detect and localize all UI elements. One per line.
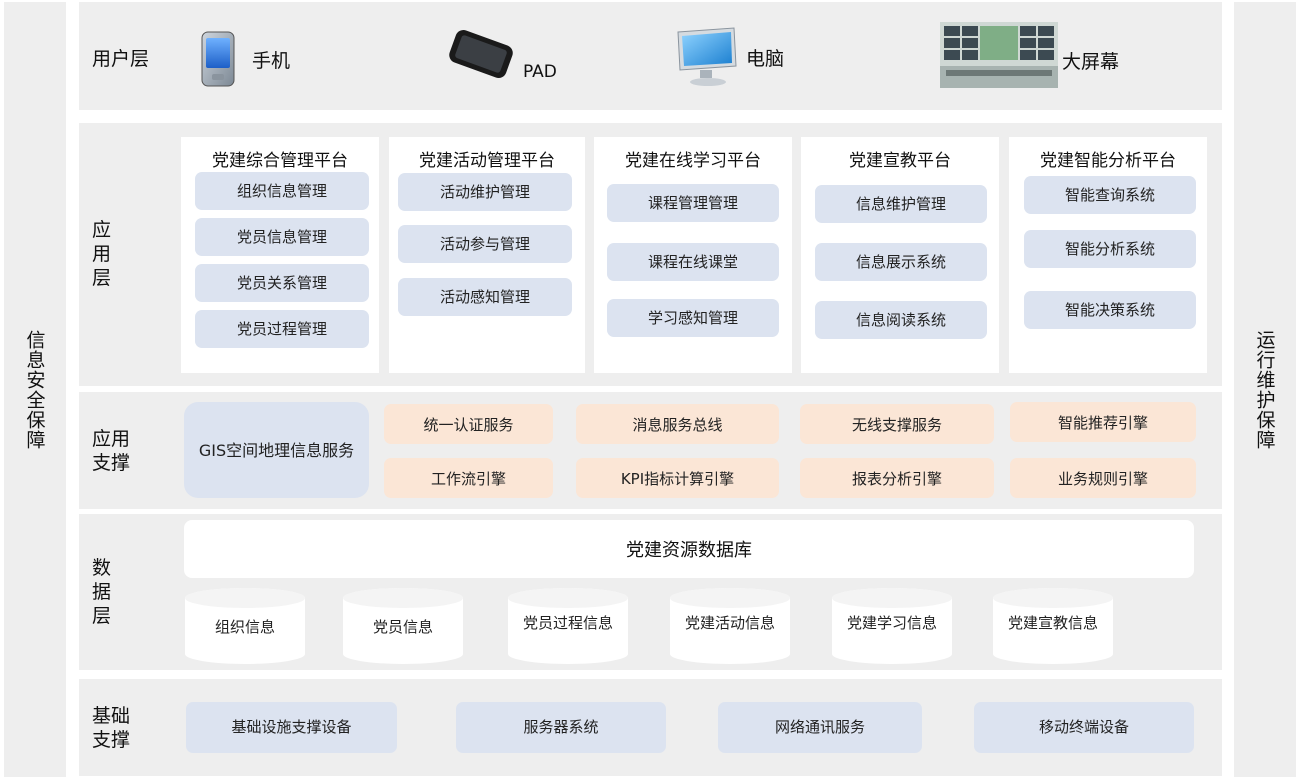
module-box: 活动维护管理 [398, 173, 572, 211]
support-service-box: 报表分析引擎 [800, 458, 994, 498]
resource-database-bar: 党建资源数据库 [184, 520, 1194, 578]
support-service-box: 统一认证服务 [384, 404, 553, 444]
data-store-label: 党员信息 [372, 618, 433, 636]
infra-box: 服务器系统 [456, 702, 666, 753]
infra-box: 网络通讯服务 [718, 702, 922, 753]
module-box: 智能分析系统 [1024, 230, 1196, 268]
data-store-cylinder: 党建活动信息 [670, 588, 790, 664]
gis-service-box: GIS空间地理信息服务 [184, 402, 369, 498]
data-layer-label: 数据层 [92, 557, 112, 627]
platform-title: 党建活动管理平台 [419, 151, 555, 171]
module-box: 智能决策系统 [1024, 291, 1196, 329]
platform-analysis: 党建智能分析平台 智能查询系统 智能分析系统 智能决策系统 [1009, 137, 1207, 373]
module-box: 党员关系管理 [195, 264, 369, 302]
infra-box: 移动终端设备 [974, 702, 1194, 753]
security-label: 信息安全保障 [23, 329, 46, 450]
device-pad: PAD [445, 26, 557, 82]
module-box: 课程在线课堂 [607, 243, 779, 281]
platform-activity: 党建活动管理平台 活动维护管理 活动参与管理 活动感知管理 [389, 137, 585, 373]
platform-title: 党建在线学习平台 [625, 151, 761, 171]
device-label-computer: 电脑 [746, 47, 785, 70]
data-store-label: 党建学习信息 [846, 614, 937, 632]
database-cylinder-icon [670, 588, 790, 664]
data-store-cylinder: 党建学习信息 [832, 588, 952, 664]
platform-comprehensive: 党建综合管理平台 组织信息管理 党员信息管理 党员关系管理 党员过程管理 [181, 137, 379, 373]
infra-layer-label: 基础支撑 [92, 705, 131, 751]
module-box: 学习感知管理 [607, 299, 779, 337]
data-store-cylinder: 党员过程信息 [508, 588, 628, 664]
maintenance-label: 运行维护保障 [1253, 329, 1276, 450]
module-box: 组织信息管理 [195, 172, 369, 210]
module-box: 课程管理管理 [607, 184, 779, 222]
data-store-label: 党建宣教信息 [1007, 614, 1098, 632]
device-phone: 手机 [196, 30, 290, 88]
support-service-box: 消息服务总线 [576, 404, 779, 444]
module-box: 活动参与管理 [398, 225, 572, 263]
module-box: 智能查询系统 [1024, 176, 1196, 214]
module-box: 党员信息管理 [195, 218, 369, 256]
tablet-icon [449, 30, 513, 78]
data-store-cylinder: 党员信息 [343, 588, 463, 664]
support-service-box: KPI指标计算引擎 [576, 458, 779, 498]
user-layer-label: 用户层 [92, 48, 150, 70]
support-service-box: 业务规则引擎 [1010, 458, 1196, 498]
platform-title: 党建智能分析平台 [1040, 151, 1176, 171]
application-layer-label: 应用层 [92, 219, 112, 289]
monitor-icon [677, 27, 737, 86]
database-cylinder-icon [832, 588, 952, 664]
support-service-box: 无线支撑服务 [800, 404, 994, 444]
module-box: 信息展示系统 [815, 243, 987, 281]
infra-box: 基础设施支撑设备 [186, 702, 397, 753]
platform-publicity: 党建宣教平台 信息维护管理 信息展示系统 信息阅读系统 [801, 137, 999, 373]
device-label-bigscreen: 大屏幕 [1062, 50, 1120, 73]
data-store-label: 党员过程信息 [522, 614, 613, 632]
support-layer-label: 应用支撑 [92, 428, 131, 474]
data-store-label: 党建活动信息 [684, 614, 775, 632]
database-cylinder-icon [185, 588, 305, 664]
module-box: 党员过程管理 [195, 310, 369, 348]
platform-title: 党建综合管理平台 [212, 151, 348, 171]
data-store-cylinder: 组织信息 [185, 588, 305, 664]
device-computer: 电脑 [674, 26, 784, 88]
device-bigscreen: 大屏幕 [940, 22, 1119, 88]
support-service-box: 工作流引擎 [384, 458, 553, 498]
device-label-pad: PAD [523, 62, 557, 82]
phone-icon [201, 31, 235, 87]
right-pillar: 运行维护保障 [1234, 2, 1296, 777]
support-service-box: 智能推荐引擎 [1010, 402, 1196, 442]
database-cylinder-icon [993, 588, 1113, 664]
database-cylinder-icon [508, 588, 628, 664]
data-store-label: 组织信息 [214, 618, 275, 636]
platform-learning: 党建在线学习平台 课程管理管理 课程在线课堂 学习感知管理 [594, 137, 792, 373]
module-box: 信息阅读系统 [815, 301, 987, 339]
module-box: 活动感知管理 [398, 278, 572, 316]
database-cylinder-icon [343, 588, 463, 664]
data-store-cylinder: 党建宣教信息 [993, 588, 1113, 664]
platform-title: 党建宣教平台 [849, 151, 951, 171]
left-pillar: 信息安全保障 [4, 2, 66, 777]
device-label-phone: 手机 [252, 49, 291, 72]
module-box: 信息维护管理 [815, 185, 987, 223]
video-wall-icon [940, 22, 1058, 88]
